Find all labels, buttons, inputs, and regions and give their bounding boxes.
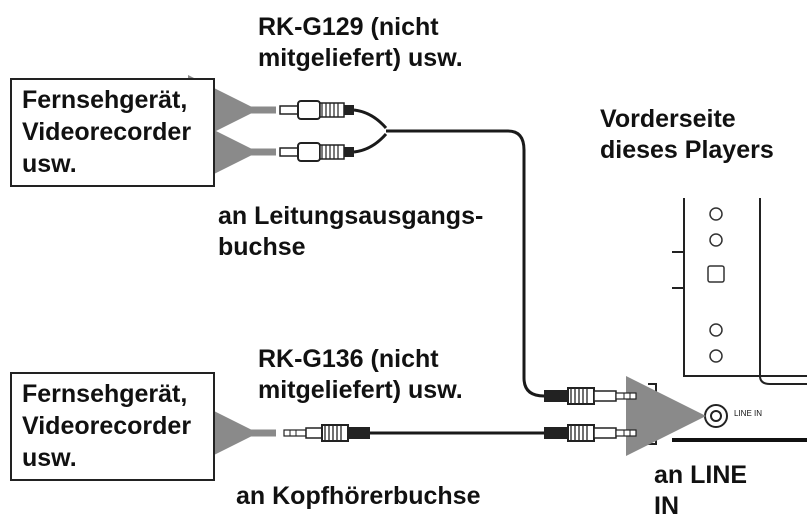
line-in-label: an LINE IN	[654, 461, 748, 520]
plug-bracket	[648, 383, 657, 445]
player-buttons	[707, 207, 725, 363]
signal-arrows	[188, 75, 706, 468]
rca-plug-upper-2	[279, 142, 354, 162]
headphone-label: an Kopfhörerbuchse	[236, 482, 481, 510]
line-in-jack	[704, 404, 728, 428]
device-box-top: Fernsehgerät, Videorecorder usw.	[10, 78, 215, 187]
mini-plug-upper	[544, 387, 637, 405]
player-front-panel	[672, 198, 807, 385]
front-side-label: Vorderseite dieses Players	[600, 105, 774, 164]
device-top-label: Fernsehgerät, Videorecorder usw.	[22, 86, 192, 178]
rca-plug-upper-1	[279, 100, 354, 120]
cable-top-label: RK-G129 (nicht mitgeliefert) usw.	[258, 13, 463, 72]
cable-rk-g136	[283, 424, 637, 442]
device-bottom-label: Fernsehgerät, Videorecorder usw.	[22, 380, 192, 472]
device-box-bottom: Fernsehgerät, Videorecorder usw.	[10, 372, 215, 481]
cable-bottom-label: RK-G136 (nicht mitgeliefert) usw.	[258, 345, 463, 404]
jack-label: LINE IN	[734, 409, 763, 418]
line-out-label: an Leitungsausgangs- buchse	[218, 202, 484, 261]
cable-rk-g129	[353, 108, 545, 398]
